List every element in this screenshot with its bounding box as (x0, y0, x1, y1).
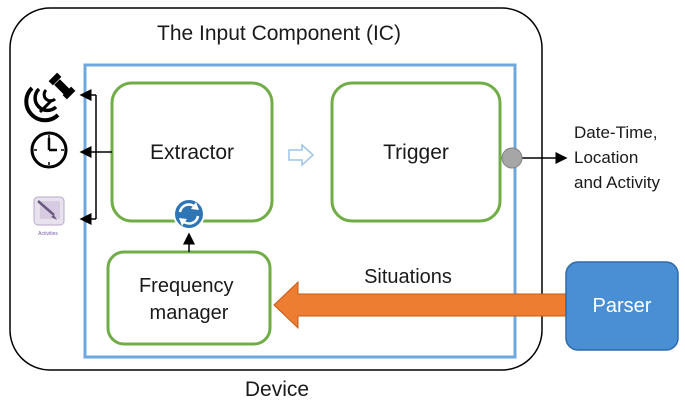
frequency-manager-label: Frequency manager (139, 275, 239, 324)
activities-caption: Activities (38, 231, 58, 237)
output-label-line-2: Location (574, 148, 638, 167)
input-component-container (83, 63, 517, 359)
activities-icon: Activities (33, 196, 65, 237)
frequency-manager-box (106, 250, 272, 346)
parser-box (565, 261, 679, 351)
diagram-title: The Input Component (IC) (157, 22, 401, 45)
clock-icon (30, 131, 68, 169)
output-label: Date-Time, Location and Activity (574, 123, 662, 192)
satellite-dish-icon (24, 72, 76, 123)
device-label: Device (245, 378, 309, 401)
refresh-icon (173, 198, 205, 230)
output-label-line-1: Date-Time, (574, 123, 657, 142)
parser-label: Parser (593, 295, 652, 317)
frequency-manager-line-2: manager (150, 302, 229, 324)
frequency-manager-line-1: Frequency (139, 275, 234, 297)
trigger-label: Trigger (383, 141, 449, 164)
situations-label: Situations (364, 266, 452, 288)
trigger-box (330, 81, 502, 223)
situations-arrow (273, 280, 567, 330)
extractor-label: Extractor (150, 141, 234, 164)
output-connector (501, 147, 523, 169)
output-label-line-3: and Activity (574, 173, 660, 192)
extractor-to-trigger-arrow (288, 143, 315, 167)
sensor-connectors (79, 89, 112, 225)
